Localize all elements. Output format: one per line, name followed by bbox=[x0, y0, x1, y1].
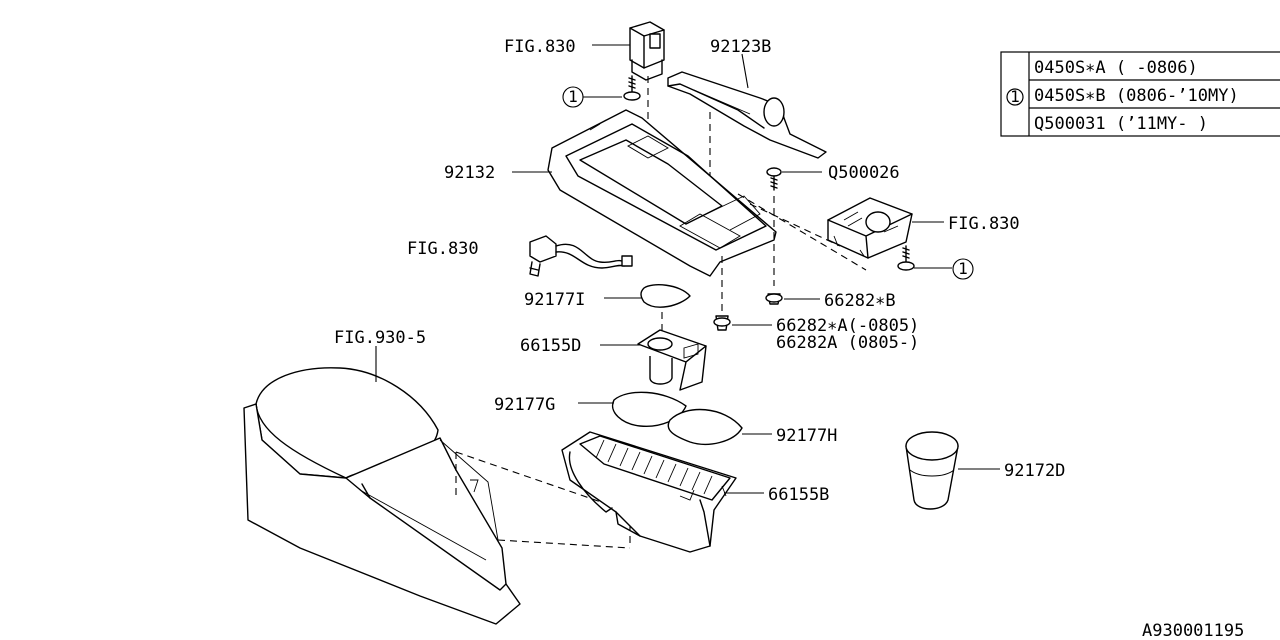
label-66155D: 66155D bbox=[520, 336, 581, 356]
label-66155B: 66155B bbox=[768, 485, 829, 505]
label-fig830-top: FIG.830 bbox=[504, 37, 576, 57]
mat-92177I-part bbox=[640, 284, 691, 308]
label-66282A-2: 66282A (0805-) bbox=[776, 333, 919, 353]
screw-right bbox=[897, 245, 915, 271]
label-fig930-5: FIG.930-5 bbox=[334, 328, 426, 348]
label-66282B: 66282∗B bbox=[824, 291, 896, 311]
label-fig830-right: FIG.830 bbox=[948, 214, 1020, 234]
console-front-part bbox=[547, 109, 777, 277]
label-92123B: 92123B bbox=[710, 37, 771, 57]
callout-1-right: 1 bbox=[958, 259, 968, 278]
label-Q500026: Q500026 bbox=[828, 163, 900, 183]
label-fig830-left: FIG.830 bbox=[407, 239, 479, 259]
clip-66282A bbox=[713, 315, 731, 331]
top-switch-part bbox=[629, 21, 665, 81]
mat-92177H-part bbox=[667, 408, 743, 446]
screw-q500026 bbox=[766, 167, 782, 191]
label-66282A-1: 66282∗A(-0805) bbox=[776, 316, 919, 336]
legend-table: 1 0450S∗A ( -0806) 0450S∗B (0806-’10MY) … bbox=[1000, 51, 1280, 137]
clip-66282B bbox=[765, 293, 783, 305]
label-92172D: 92172D bbox=[1004, 461, 1065, 481]
diagram-code: A930001195 bbox=[1142, 621, 1244, 640]
duct-part bbox=[667, 71, 827, 159]
screw-top bbox=[623, 75, 641, 101]
cup-holder-66155D-part bbox=[637, 329, 707, 391]
wire-harness-part bbox=[529, 235, 633, 277]
armrest-part bbox=[243, 367, 521, 625]
label-92132: 92132 bbox=[444, 163, 495, 183]
tray-66155B-part bbox=[561, 431, 737, 553]
cup-92172D-part bbox=[905, 431, 959, 510]
callout-1-top: 1 bbox=[568, 87, 578, 106]
shifter-panel-part bbox=[827, 197, 913, 259]
legend-ref-number: 1 bbox=[1010, 87, 1020, 106]
label-92177H: 92177H bbox=[776, 426, 837, 446]
legend-row: Q500031 (’11MY- ) bbox=[1034, 114, 1208, 134]
label-92177G: 92177G bbox=[494, 395, 555, 415]
legend-row: 0450S∗A ( -0806) bbox=[1034, 58, 1198, 78]
label-92177I: 92177I bbox=[524, 290, 585, 310]
legend-row: 0450S∗B (0806-’10MY) bbox=[1034, 86, 1239, 106]
